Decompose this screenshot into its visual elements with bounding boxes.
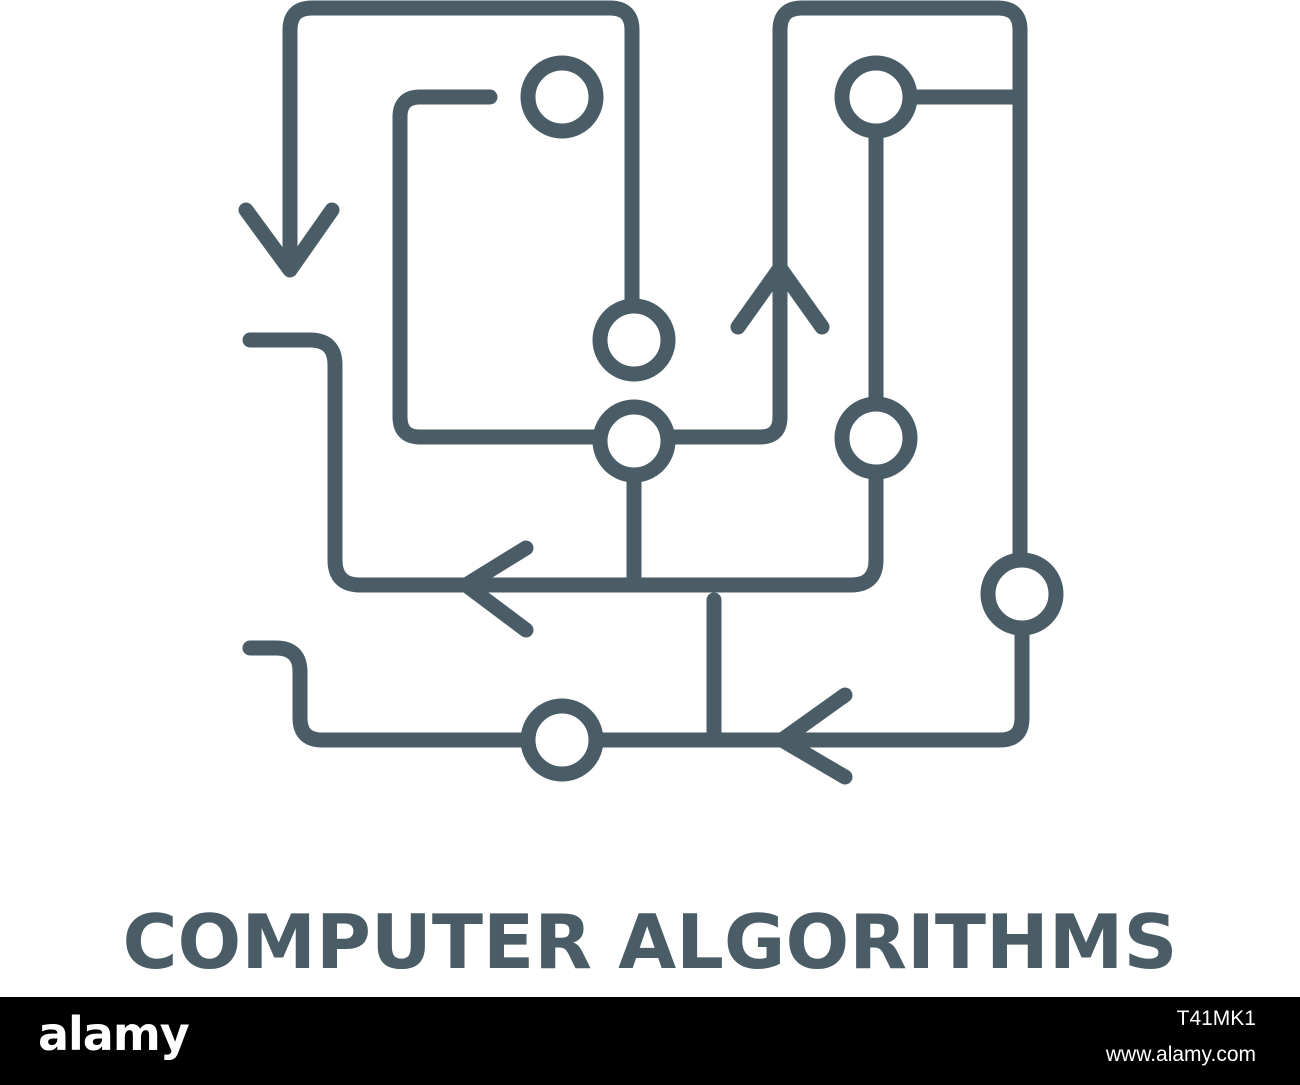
left-arrow-head-middle	[458, 540, 534, 638]
inner-loop-path	[392, 89, 606, 445]
node-junction	[592, 399, 676, 483]
right-loop-path	[772, 0, 1028, 568]
down-arrow-head	[238, 202, 340, 278]
image-id: T41MK1	[1176, 1007, 1256, 1030]
node-right-lower	[980, 552, 1064, 636]
watermark-footer: alamy T41MK1 www.alamy.com	[0, 997, 1300, 1085]
source-url: www.alamy.com	[1105, 1043, 1256, 1066]
left-arrow-head-bottom	[774, 687, 853, 785]
left-loop-path	[282, 0, 640, 312]
caption-title: COMPUTER ALGORITHMS	[122, 898, 1178, 986]
brand-logo: alamy	[38, 1007, 190, 1061]
node-top-left	[520, 55, 604, 139]
node-bottom	[520, 698, 604, 782]
bottom-flow-path	[242, 640, 536, 748]
right-lower-path	[588, 620, 1030, 748]
middle-flow-path	[242, 332, 884, 593]
node-right-middle	[834, 396, 918, 480]
node-top-right	[834, 55, 918, 139]
junction-right-connector	[660, 260, 788, 445]
node-center-upper	[592, 298, 676, 382]
algorithm-flowchart-icon	[238, 0, 1064, 785]
